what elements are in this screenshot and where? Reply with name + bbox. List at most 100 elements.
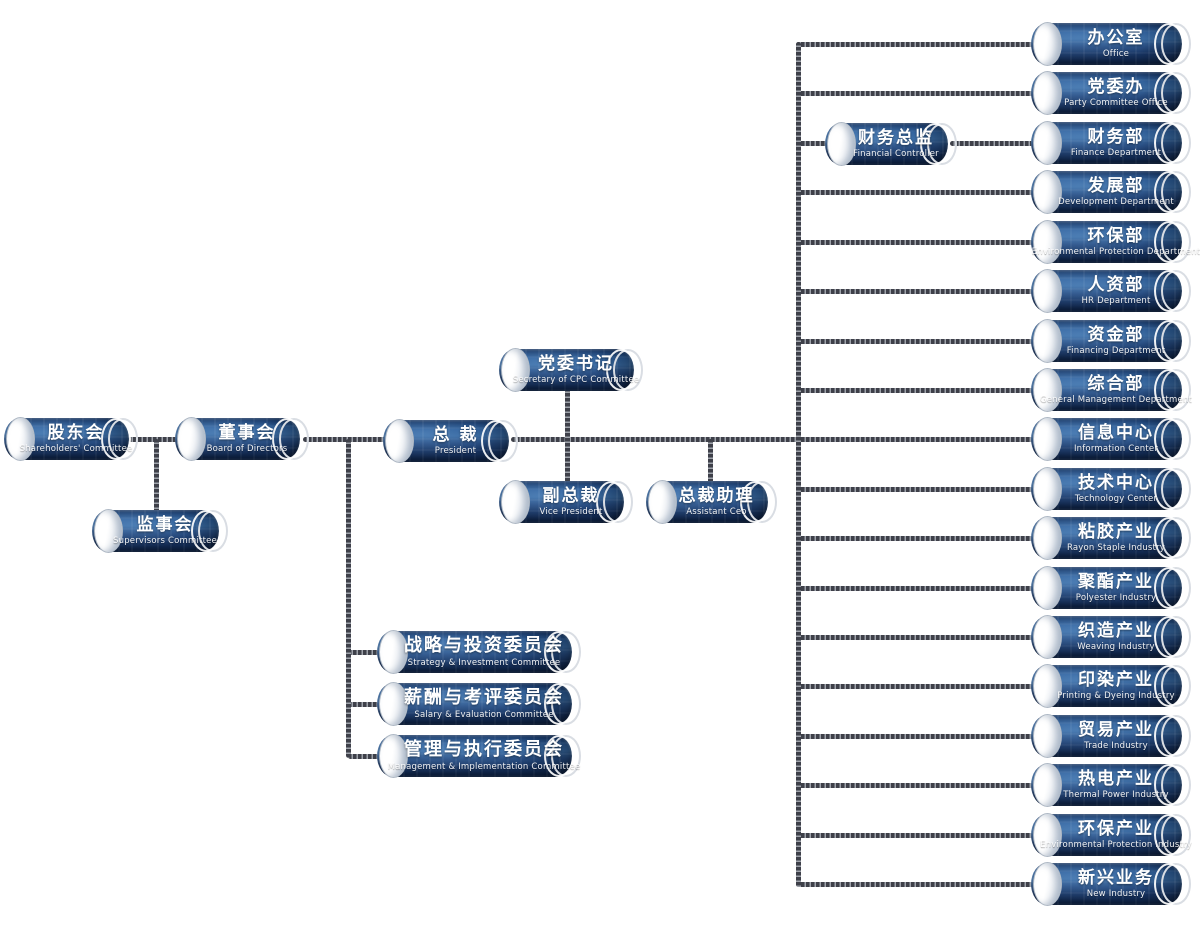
chain-connector-horizontal	[796, 684, 1033, 689]
chain-connector-vertical	[708, 439, 713, 484]
chain-connector-horizontal	[796, 783, 1033, 788]
node-title-zh: 粘胶产业	[1078, 521, 1154, 542]
cylinder-cap-icon	[1033, 417, 1062, 461]
cylinder-body	[377, 631, 572, 673]
node-title-zh: 党委办	[1087, 76, 1145, 97]
node-title-zh: 党委书记	[538, 353, 614, 374]
node-title-zh: 技术中心	[1078, 472, 1154, 493]
node-title-zh: 办公室	[1087, 27, 1145, 48]
chain-connector-horizontal	[796, 536, 1033, 541]
node-title-zh: 管理与执行委员会	[404, 739, 564, 761]
chain-connector-horizontal	[796, 91, 1033, 96]
cylinder-cap-icon	[1033, 813, 1062, 857]
node-title-en: Environmental Protection Industry	[1040, 840, 1192, 851]
cylinder-cap-icon	[1033, 170, 1062, 214]
chain-connector-horizontal	[348, 702, 380, 707]
chain-connector-horizontal	[796, 882, 1033, 887]
cylinder-cap-icon	[6, 417, 35, 461]
node-title-zh: 贸易产业	[1078, 719, 1154, 740]
chain-connector-horizontal	[796, 388, 1033, 393]
node-title-zh: 薪酬与考评委员会	[404, 687, 564, 709]
chain-connector-horizontal	[796, 42, 1033, 47]
node-title-en: Finance Department	[1070, 148, 1162, 159]
node-title-zh: 总 裁	[432, 424, 479, 445]
cylinder-cap-icon	[1033, 862, 1062, 906]
chain-connector-horizontal	[950, 141, 1033, 146]
node-title-en: Party Committee Office	[1064, 98, 1168, 109]
chain-connector-horizontal	[796, 141, 829, 146]
node-title-en: New Industry	[1086, 889, 1146, 900]
chain-connector-horizontal	[796, 240, 1033, 245]
chain-connector-horizontal	[128, 437, 178, 442]
cylinder-cap-icon	[1033, 22, 1062, 66]
node-title-en: Management & Implementation Committee	[387, 761, 581, 772]
node-title-zh: 信息中心	[1078, 422, 1154, 443]
node-title-zh: 印染产业	[1078, 669, 1154, 690]
cylinder-cap-icon	[1033, 615, 1062, 659]
node-title-en: HR Department	[1081, 296, 1151, 307]
node-title-en: Printing & Dyeing Industry	[1057, 691, 1175, 702]
node-title-en: Environmental Protection Department	[1031, 247, 1200, 258]
cylinder-cap-icon	[177, 417, 206, 461]
cylinder-cap-icon	[648, 480, 677, 524]
cylinder-cap-icon	[501, 480, 530, 524]
cylinder-cap-icon	[1033, 664, 1062, 708]
cylinder-body	[377, 735, 572, 777]
node-title-en: Supervisors Committee	[113, 536, 217, 547]
chain-connector-horizontal	[796, 734, 1033, 739]
node-title-en: Information Center	[1073, 444, 1159, 455]
node-title-zh: 新兴业务	[1078, 867, 1154, 888]
chain-connector-horizontal	[511, 437, 798, 442]
node-title-zh: 董事会	[218, 422, 276, 443]
node-title-zh: 人资部	[1087, 274, 1145, 295]
node-title-en: Salary & Evaluation Committee	[414, 709, 554, 720]
chain-connector-vertical	[346, 439, 351, 758]
chain-connector-vertical	[565, 388, 570, 483]
chain-connector-horizontal	[348, 650, 380, 655]
chain-connector-horizontal	[348, 754, 380, 759]
node-title-en: Strategy & Investment Committee	[407, 657, 561, 668]
chain-connector-horizontal	[796, 833, 1033, 838]
node-title-zh: 监事会	[136, 514, 194, 535]
node-title-zh: 资金部	[1087, 324, 1145, 345]
node-title-en: Polyester Industry	[1075, 593, 1157, 604]
node-title-zh: 综合部	[1087, 373, 1145, 394]
